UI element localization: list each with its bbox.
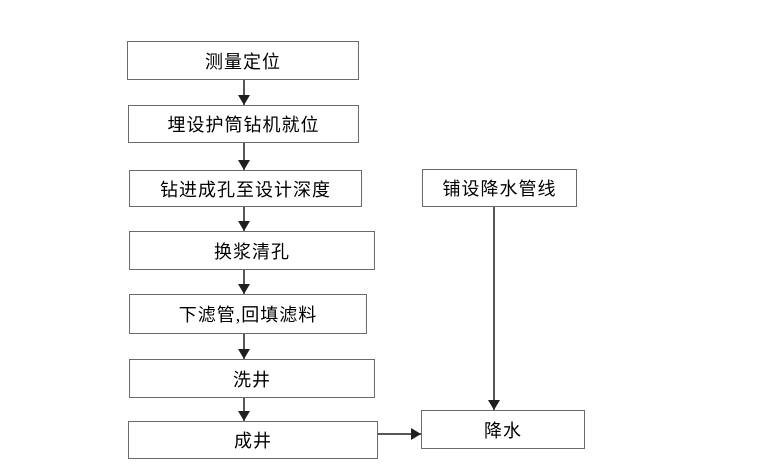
step-well-washing: 洗井 — [129, 359, 375, 398]
step-well-completion: 成井 — [128, 421, 378, 459]
step-filter-pipe-and-backfill: 下滤管,回填滤料 — [129, 294, 367, 334]
step-survey-positioning: 测量定位 — [127, 41, 359, 80]
step-lay-dewatering-pipeline: 铺设降水管线 — [422, 169, 577, 207]
step-dewatering: 降水 — [421, 410, 585, 449]
step-slurry-replacement-hole-cleaning: 换浆清孔 — [129, 231, 375, 270]
step-drill-to-design-depth: 钻进成孔至设计深度 — [129, 170, 362, 207]
step-casing-and-rig-in-place: 埋设护筒钻机就位 — [128, 105, 359, 143]
